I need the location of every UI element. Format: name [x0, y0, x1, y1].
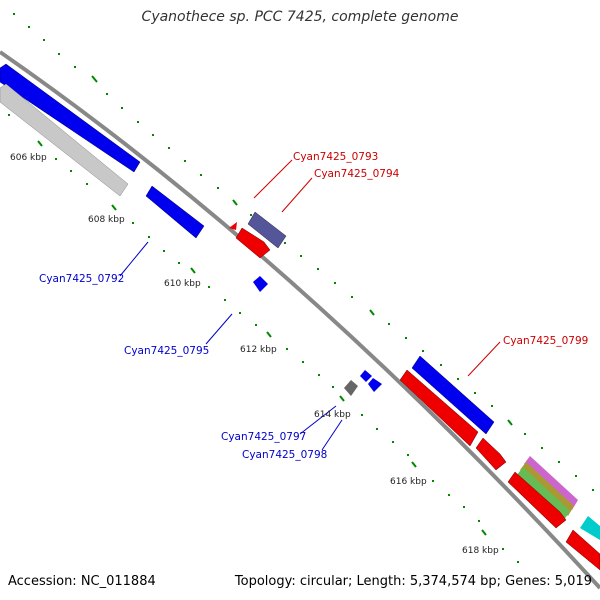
kbp-label: 618 kbp [462, 546, 499, 556]
gene-feature[interactable] [524, 456, 578, 510]
gene-label-0792[interactable]: Cyan7425_0792 [39, 273, 124, 285]
kbp-label: 610 kbp [164, 279, 201, 289]
kbp-label: 614 kbp [314, 410, 351, 420]
gene-feature[interactable] [368, 378, 382, 392]
gene-label-0795[interactable]: Cyan7425_0795 [124, 345, 209, 357]
gene-label-0793[interactable]: Cyan7425_0793 [293, 151, 378, 163]
gene-feature[interactable] [507, 471, 567, 529]
gene-feature[interactable] [517, 467, 570, 520]
gene-feature[interactable] [360, 370, 372, 382]
gene-label-0798[interactable]: Cyan7425_0798 [242, 449, 327, 461]
gene-feature[interactable] [0, 63, 141, 173]
gene-label-0794[interactable]: Cyan7425_0794 [314, 168, 400, 180]
gene-feature[interactable] [253, 276, 268, 292]
kbp-label: 606 kbp [10, 153, 47, 163]
gene-label-0799[interactable]: Cyan7425_0799 [503, 335, 588, 347]
gene-feature[interactable] [411, 355, 495, 435]
genome-summary: Topology: circular; Length: 5,374,574 bp… [234, 574, 592, 589]
gene-label-0797[interactable]: Cyan7425_0797 [221, 431, 306, 443]
gene-feature[interactable] [565, 529, 600, 571]
gene-features[interactable] [0, 63, 600, 571]
gene-feature[interactable] [145, 185, 205, 239]
kbp-labels: 606 kbp 608 kbp 610 kbp 612 kbp 614 kbp … [10, 153, 499, 556]
gene-feature[interactable] [580, 516, 600, 540]
gene-labels[interactable]: Cyan7425_0793 Cyan7425_0794 Cyan7425_079… [39, 151, 588, 461]
inner-tick-track [8, 114, 519, 563]
gene-feature[interactable] [0, 83, 129, 197]
kbp-label: 616 kbp [390, 477, 427, 487]
gene-leader-lines [119, 159, 501, 451]
outer-tick-track [13, 13, 594, 491]
gene-feature[interactable] [344, 380, 358, 396]
gene-feature[interactable] [235, 227, 271, 259]
gene-feature[interactable] [229, 222, 237, 230]
gene-feature[interactable] [247, 211, 287, 249]
kbp-label: 608 kbp [88, 215, 125, 225]
map-title: Cyanothece sp. PCC 7425, complete genome [141, 9, 459, 25]
gene-feature[interactable] [399, 369, 479, 447]
genome-backbone [0, 50, 600, 590]
gene-feature[interactable] [475, 437, 507, 471]
accession-label: Accession: NC_011884 [8, 574, 156, 589]
kbp-label: 612 kbp [240, 345, 277, 355]
